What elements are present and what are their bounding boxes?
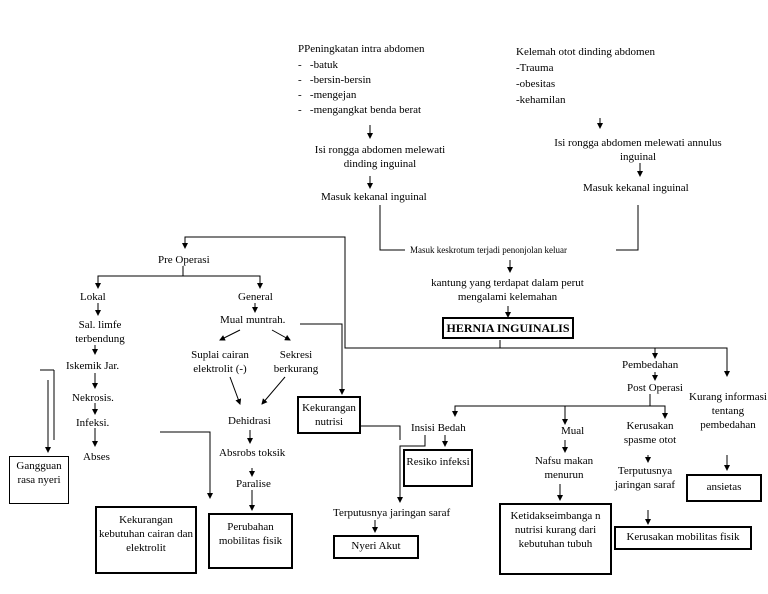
isi-rongga-annulus: Isi rongga abdomen melewati annulus ingu… bbox=[554, 137, 722, 163]
sekresi-berkurang: Sekresi berkurang bbox=[273, 349, 319, 375]
bullet-bersin: - -bersin-bersin bbox=[298, 74, 372, 86]
bullet-kehamilan: -kehamilan bbox=[516, 94, 566, 106]
kerusakan-mobilitas-box: Kerusakan mobilitas fisik bbox=[614, 526, 752, 550]
pembedahan: Pembedahan bbox=[622, 359, 679, 371]
masuk-kanal-left: Masuk kekanal inguinal bbox=[321, 191, 427, 203]
bullet-obesitas: -obesitas bbox=[516, 78, 556, 90]
sal-limfe: Sal. limfe terbendung bbox=[75, 319, 125, 345]
hernia-inguinalis-box: HERNIA INGUINALIS bbox=[442, 317, 574, 339]
gangguan-rasa-nyeri-box: Gangguan rasa nyeri bbox=[9, 456, 69, 504]
abses: Abses bbox=[83, 451, 110, 463]
resiko-infeksi-box: Resiko infeksi bbox=[403, 449, 473, 487]
kelemahan-otot-title: Kelemah otot dinding abdomen bbox=[516, 46, 655, 58]
ansietas-box: ansietas bbox=[686, 474, 762, 502]
isi-rongga-dinding: Isi rongga abdomen melewati dinding ingu… bbox=[314, 144, 446, 170]
kurang-informasi: Kurang informasi tentang pembedahan bbox=[689, 391, 767, 431]
pre-operasi: Pre Operasi bbox=[158, 254, 210, 266]
lokal: Lokal bbox=[80, 291, 106, 303]
post-operasi: Post Operasi bbox=[627, 382, 683, 394]
mual-post: Mual bbox=[561, 425, 585, 437]
masuk-kanal-right: Masuk kekanal inguinal bbox=[583, 182, 689, 194]
nafsu-makan: Nafsu makan menurun bbox=[534, 455, 594, 481]
general: General bbox=[238, 291, 273, 303]
ketidakseimbangan-box: Ketidakseimbanga n nutrisi kurang dari k… bbox=[499, 503, 612, 575]
kerusakan-spasme: Kerusakan spasme otot bbox=[623, 420, 677, 446]
kekurangan-cairan-box: Kekurangan kebutuhan cairan dan elektrol… bbox=[95, 506, 197, 574]
paralise: Paralise bbox=[236, 478, 271, 490]
terputus-saraf: Terputusnya jaringan saraf bbox=[333, 507, 451, 519]
perubahan-mobilitas-box: Perubahan mobilitas fisik bbox=[208, 513, 293, 569]
dehidrasi: Dehidrasi bbox=[228, 415, 271, 427]
kekurangan-nutrisi-box: Kekurangan nutrisi bbox=[297, 396, 361, 434]
nekrosis: Nekrosis. bbox=[72, 392, 114, 404]
bullet-trauma: -Trauma bbox=[516, 62, 554, 74]
bullet-batuk: - -batuk bbox=[298, 59, 339, 71]
nyeri-akut-box: Nyeri Akut bbox=[333, 535, 419, 559]
iskemik-jar: Iskemik Jar. bbox=[66, 360, 120, 372]
insisi-bedah: Insisi Bedah bbox=[411, 422, 466, 434]
suplai-cairan: Suplai cairan elektrolit (-) bbox=[191, 349, 249, 375]
bullet-mengejan: - -mengejan bbox=[298, 89, 357, 101]
absorbs-toksik: Absrobs toksik bbox=[219, 447, 286, 459]
terputus-jaringan: Terputusnya jaringan saraf bbox=[614, 465, 676, 491]
infeksi-pre: Infeksi. bbox=[76, 417, 110, 429]
kantung-kelemahan: kantung yang terdapat dalam perut mengal… bbox=[431, 277, 584, 303]
mual-muntah: Mual muntrah. bbox=[220, 314, 286, 326]
masuk-skrotum: Masuk keskrotum terjadi penonjolan kelua… bbox=[410, 245, 567, 255]
bullet-mengangkat: - -mengangkat benda berat bbox=[298, 104, 422, 116]
intra-abdomen-title: PPeningkatan intra abdomen bbox=[298, 43, 425, 55]
